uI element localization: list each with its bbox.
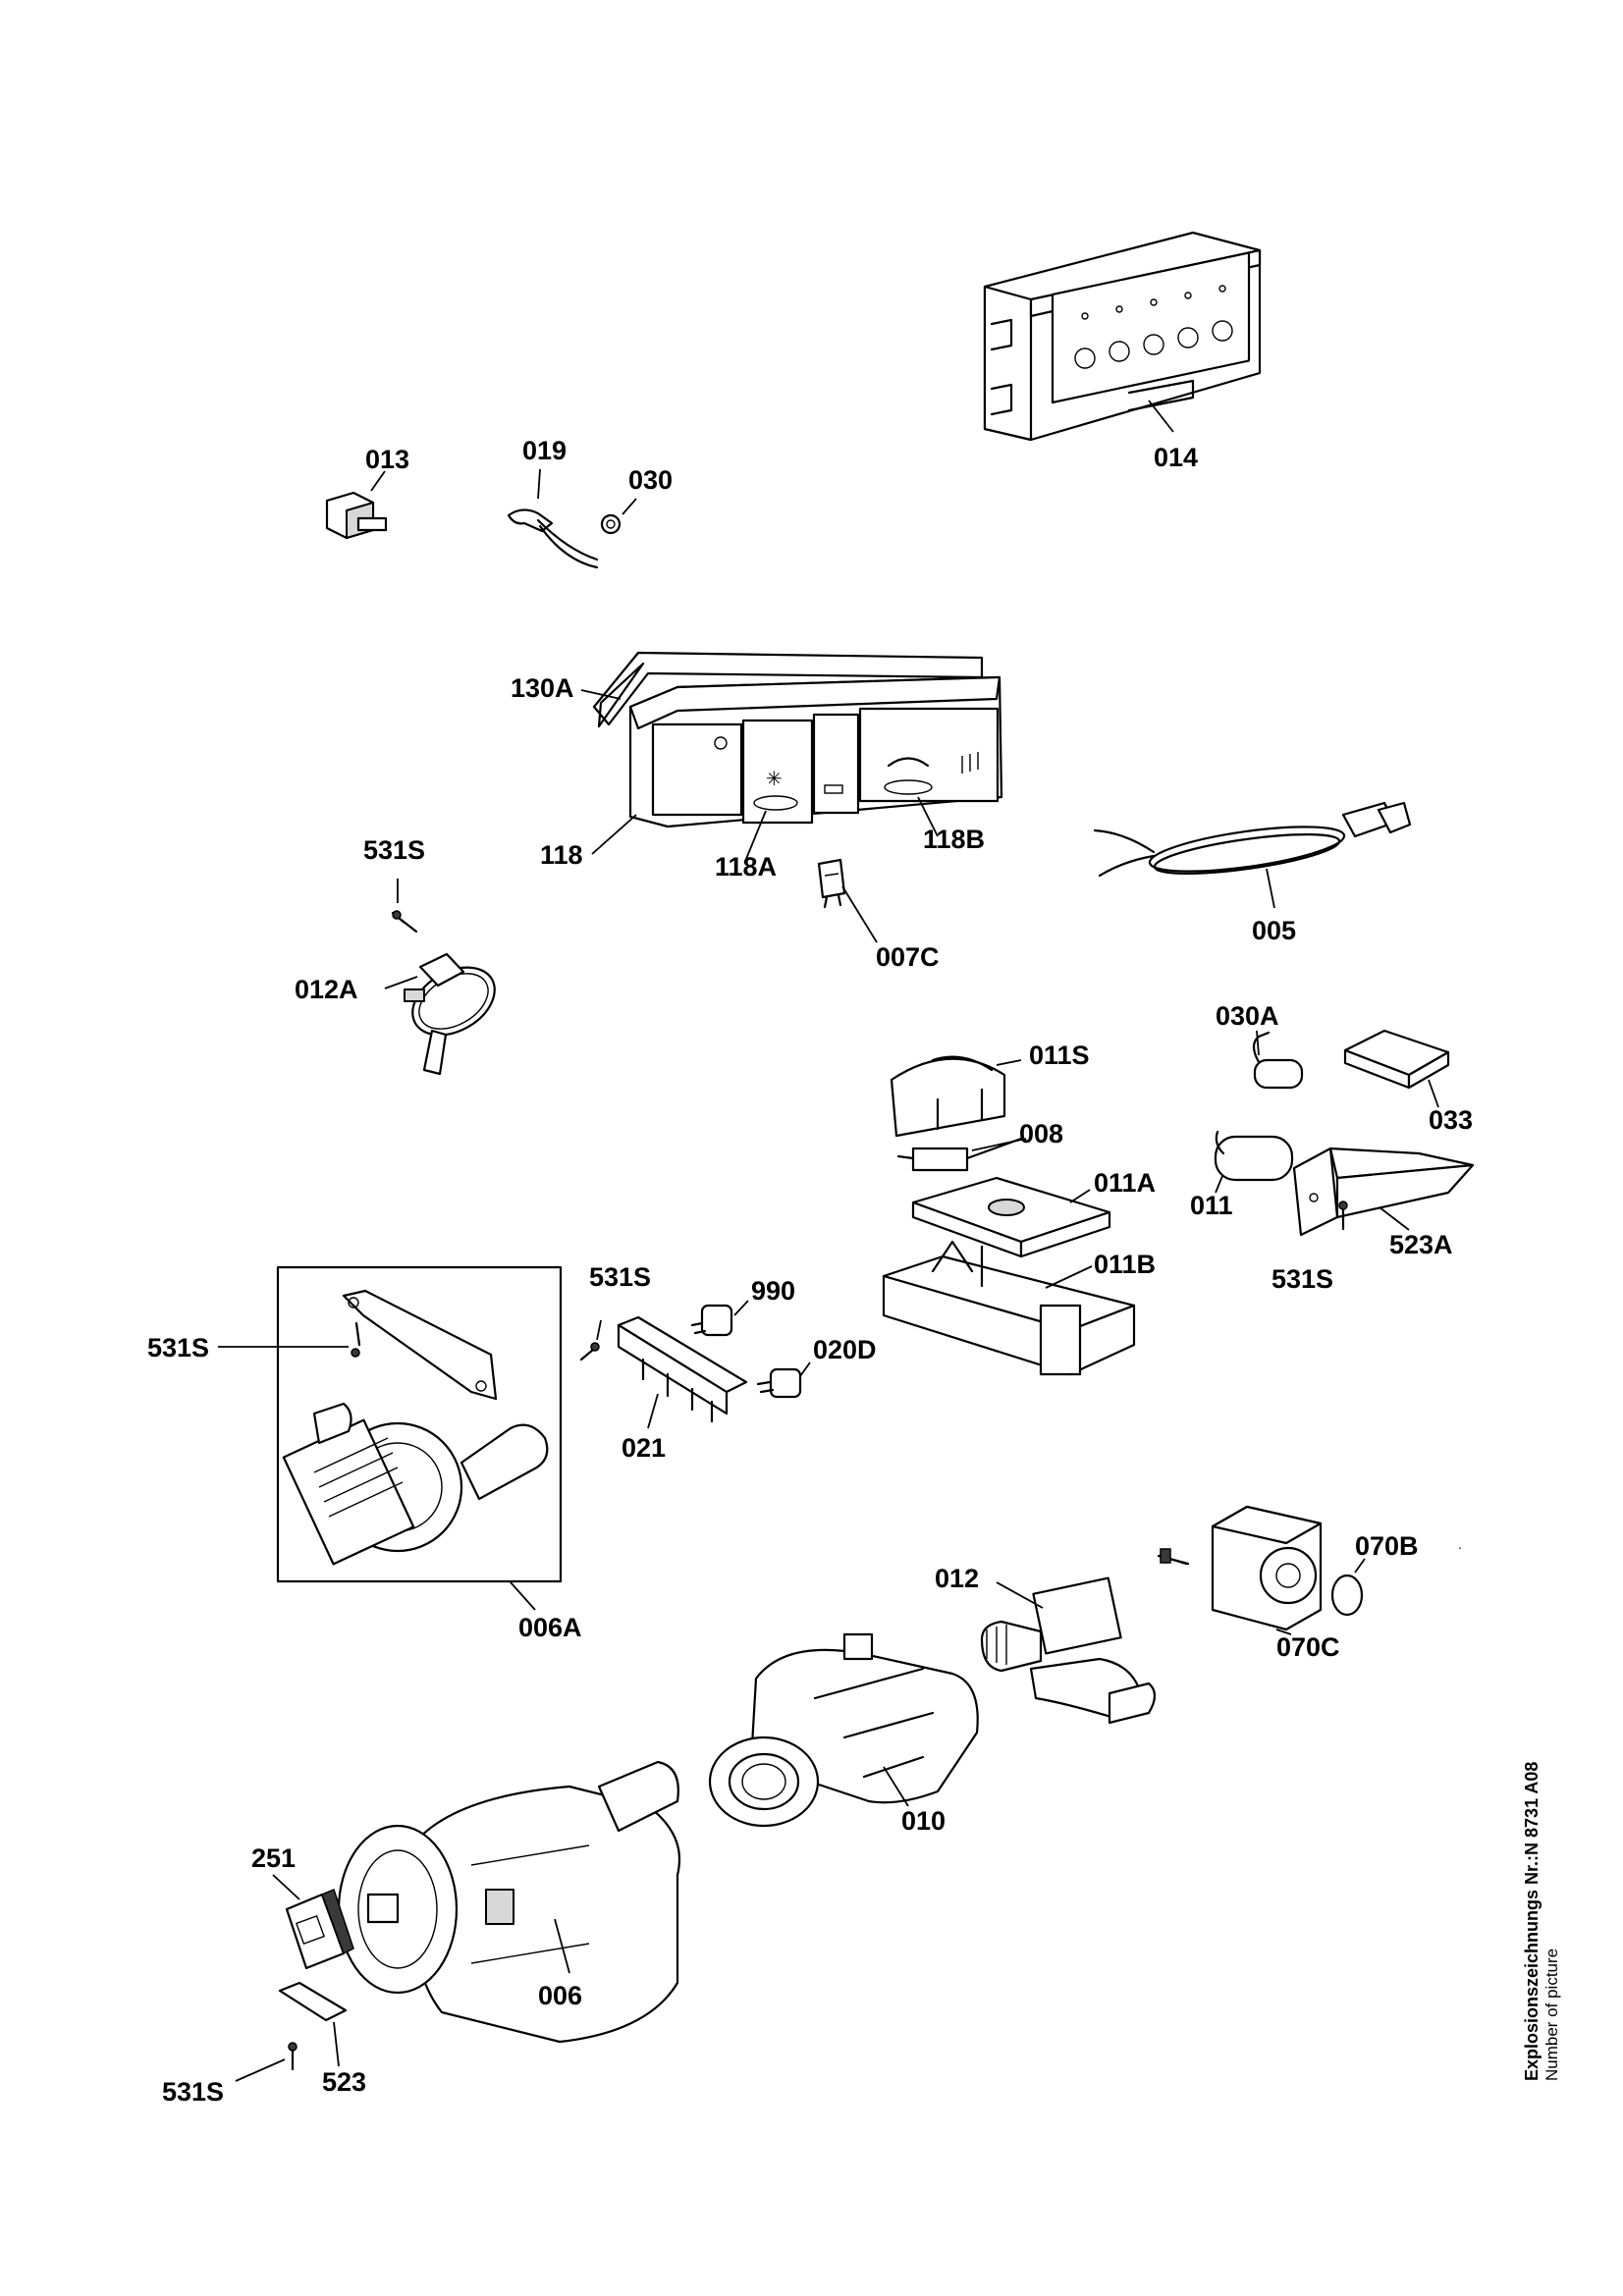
part-label-118A: 118A (715, 852, 778, 881)
part-014-control-module (983, 231, 1262, 442)
part-label-013: 013 (365, 445, 410, 474)
part-label-030: 030 (628, 465, 674, 495)
part-label-531S-e: 531S (162, 2077, 225, 2107)
part-label-070C: 070C (1276, 1632, 1340, 1662)
part-label-990: 990 (751, 1276, 796, 1306)
part-011-capacitor (1214, 1130, 1294, 1194)
part-label-008: 008 (1019, 1119, 1064, 1148)
part-label-118: 118 (540, 840, 583, 870)
part-label-012A: 012A (295, 975, 358, 1004)
part-011A-plate (911, 1176, 1111, 1258)
part-012A-pressure-switch (384, 952, 496, 1076)
part-523-clip (278, 1981, 348, 2067)
drawing-number: Explosionszeichnungs Nr.:N 8731 A08 (1522, 1761, 1542, 2081)
part-label-531S-d: 531S (589, 1262, 652, 1292)
part-label-005: 005 (1252, 916, 1297, 945)
part-011B-housing (882, 1240, 1136, 1376)
part-label-006A: 006A (518, 1613, 582, 1642)
part-label-030A: 030A (1216, 1001, 1279, 1031)
part-251-capacitor-block (272, 1874, 354, 1970)
part-label-531S-a: 531S (363, 835, 426, 865)
part-033-bracket (1343, 1029, 1450, 1108)
part-label-033: 033 (1429, 1105, 1474, 1135)
part-label-130A: 130A (511, 673, 574, 703)
part-531S-screw-c (579, 1319, 602, 1362)
part-006A-drain-pump-group (218, 1265, 563, 1611)
part-label-010: 010 (901, 1806, 947, 1836)
part-523A-bracket (1292, 1147, 1475, 1237)
part-label-118B: 118B (923, 825, 986, 854)
part-label-019: 019 (522, 436, 568, 465)
part-label-006: 006 (538, 1981, 583, 2010)
part-label-523A: 523A (1389, 1230, 1453, 1259)
part-label-014: 014 (1154, 443, 1199, 472)
part-021-terminal-strip (617, 1315, 748, 1429)
part-label-011S: 011S (1029, 1041, 1090, 1070)
part-label-070B: 070B (1355, 1531, 1419, 1561)
drawing-number-caption: Explosionszeichnungs Nr.:N 8731 A08 Numb… (1522, 1762, 1561, 2081)
part-label-531S-b: 531S (1271, 1264, 1334, 1294)
part-label-251: 251 (251, 1843, 297, 1873)
part-011S-cover (890, 1055, 1022, 1138)
part-010-heater (708, 1632, 979, 1828)
part-008-microswitch (896, 1137, 1027, 1172)
part-label-011: 011 (1190, 1191, 1233, 1220)
part-013-connector (325, 470, 388, 540)
part-label-012: 012 (935, 1564, 980, 1593)
part-531S-screw-b (1338, 1201, 1348, 1231)
part-label-011B: 011B (1094, 1250, 1157, 1279)
part-990-connector (690, 1300, 749, 1337)
part-020D-connector (756, 1362, 811, 1399)
part-label-523: 523 (322, 2067, 367, 2097)
part-030-ring (600, 498, 637, 535)
part-030A-capacitor (1252, 1030, 1304, 1090)
part-label-531S-c: 531S (147, 1333, 210, 1362)
part-label-020D: 020D (813, 1335, 877, 1364)
part-019-cable (507, 468, 599, 569)
part-531S-screw-e (235, 2042, 298, 2082)
part-070B-ring (1330, 1558, 1366, 1617)
part-070C-pump-body (1157, 1505, 1323, 1635)
part-531S-screw-a (391, 879, 418, 934)
part-012-inlet-valve (980, 1576, 1157, 1725)
part-118-dispenser: ✳ (591, 675, 1003, 860)
part-label-021: 021 (622, 1433, 667, 1463)
part-label-007C: 007C (876, 942, 940, 972)
part-006-circulation-pump (337, 1760, 681, 2044)
svg-text:.: . (1458, 1538, 1462, 1552)
drawing-number-subtitle: Number of picture (1542, 1948, 1561, 2081)
part-label-011A: 011A (1094, 1168, 1157, 1198)
part-005-power-cord (1093, 801, 1412, 909)
svg-text:✳: ✳ (766, 767, 783, 790)
part-007C-holder (817, 858, 878, 943)
